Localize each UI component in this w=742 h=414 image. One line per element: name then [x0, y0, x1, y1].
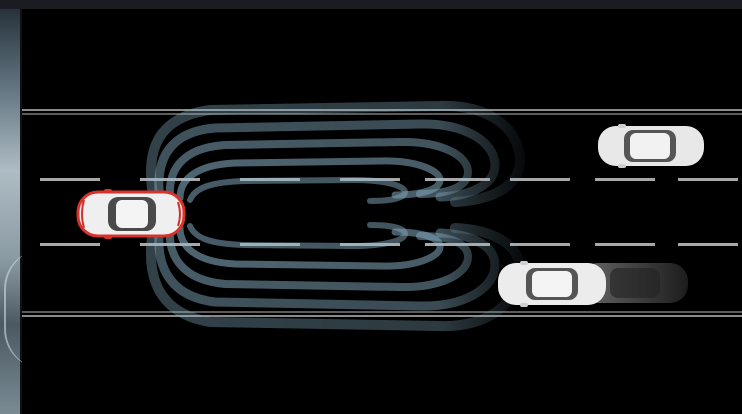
radar-waves-lower: [145, 215, 526, 332]
road-edge-top: [22, 109, 742, 115]
vehicle-motion-trail: [580, 263, 688, 303]
top-bar: [0, 0, 742, 9]
blind-spot-radar-illustration: [22, 100, 742, 332]
left-side-panel: [0, 9, 22, 414]
radar-waves-upper: [145, 100, 526, 210]
vehicle-lower-lane-icon: [498, 261, 606, 307]
subject-car-icon: [76, 189, 186, 239]
road-edge-bottom: [22, 311, 742, 317]
vehicle-upper-lane-icon: [598, 124, 704, 168]
